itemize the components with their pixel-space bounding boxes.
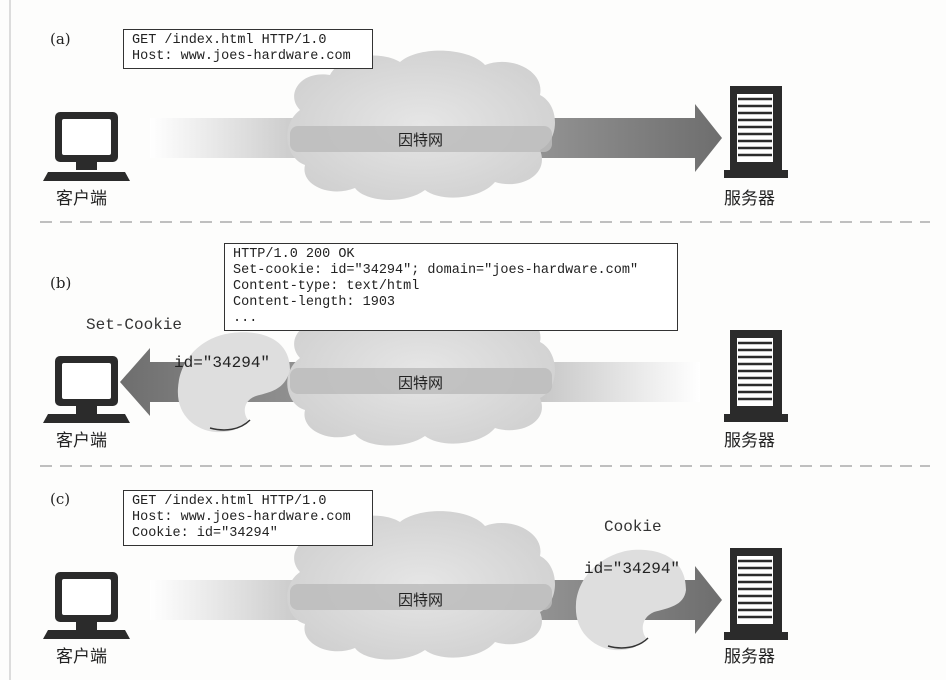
client-label: 客户端 bbox=[56, 647, 107, 667]
cloud-icon bbox=[287, 50, 555, 200]
cookie-icon bbox=[177, 332, 290, 433]
panel-c-label: (c) bbox=[50, 490, 71, 508]
panel-b-graphics bbox=[43, 297, 788, 446]
request-line: GET /index.html HTTP/1.0 bbox=[132, 494, 327, 509]
panel-a-label: (a) bbox=[50, 30, 71, 48]
response-line: Set-cookie: id="34294"; domain="joes-har… bbox=[233, 263, 639, 278]
request-line: Host: www.joes-hardware.com bbox=[132, 510, 351, 525]
server-icon bbox=[724, 330, 788, 422]
request-line: Host: www.joes-hardware.com bbox=[132, 49, 351, 64]
client-label: 客户端 bbox=[56, 189, 107, 209]
panel-b-label: (b) bbox=[50, 274, 72, 292]
response-line: Content-length: 1903 bbox=[233, 295, 396, 310]
panel-c-graphics bbox=[43, 511, 788, 660]
response-line: ... bbox=[233, 311, 258, 326]
cookie-value: id="34294" bbox=[174, 354, 271, 372]
computer-icon bbox=[43, 572, 130, 639]
cloud-icon bbox=[287, 297, 555, 446]
server-label: 服务器 bbox=[724, 431, 775, 451]
panel-b-response-box: HTTP/1.0 200 OK Set-cookie: id="34294"; … bbox=[224, 243, 678, 331]
server-icon bbox=[724, 86, 788, 178]
cloud-icon bbox=[287, 511, 555, 660]
panel-a-graphics bbox=[43, 50, 788, 200]
cloud-label: 因特网 bbox=[398, 131, 444, 149]
computer-icon bbox=[43, 356, 130, 423]
panel-c-request-box: GET /index.html HTTP/1.0 Host: www.joes-… bbox=[123, 490, 373, 546]
response-line: Content-type: text/html bbox=[233, 279, 420, 294]
panel-a-request-box: GET /index.html HTTP/1.0 Host: www.joes-… bbox=[123, 29, 373, 69]
cloud-label: 因特网 bbox=[398, 591, 444, 609]
server-icon bbox=[724, 548, 788, 640]
cookie-value: id="34294" bbox=[584, 560, 681, 578]
server-label: 服务器 bbox=[724, 647, 775, 667]
request-line: Cookie: id="34294" bbox=[132, 526, 278, 541]
client-label: 客户端 bbox=[56, 431, 107, 451]
set-cookie-label: Set-Cookie bbox=[86, 316, 183, 334]
response-line: HTTP/1.0 200 OK bbox=[233, 247, 355, 262]
cookie-icon bbox=[575, 549, 686, 651]
server-label: 服务器 bbox=[724, 189, 775, 209]
computer-icon bbox=[43, 112, 130, 181]
cloud-label: 因特网 bbox=[398, 374, 444, 392]
cookie-header-label: Cookie bbox=[604, 518, 662, 536]
request-line: GET /index.html HTTP/1.0 bbox=[132, 33, 327, 48]
